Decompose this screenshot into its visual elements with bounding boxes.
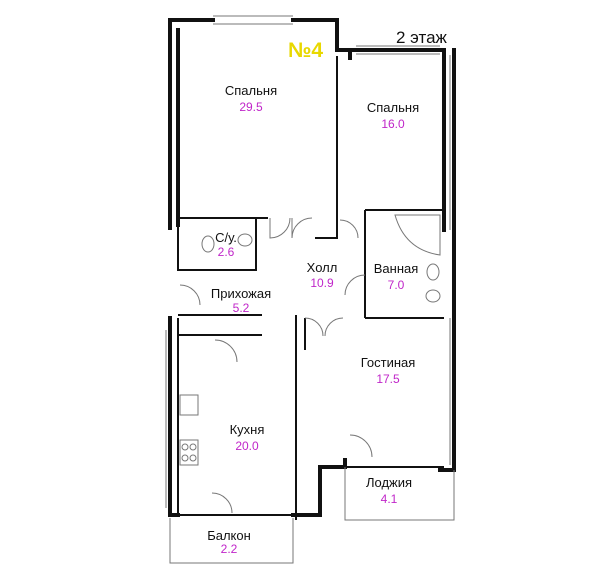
room-name-bathroom: Ванная xyxy=(373,261,419,276)
room-name-balcony: Балкон xyxy=(207,528,251,543)
room-name-kitchen: Кухня xyxy=(229,422,265,437)
windows xyxy=(165,15,451,508)
balcony-outline xyxy=(169,518,294,564)
room-name-bedroom-2: Спальня xyxy=(366,100,420,115)
room-name-living: Гостиная xyxy=(360,355,416,370)
room-area-bedroom-1: 29.5 xyxy=(239,100,263,114)
floor-label: 2 этаж xyxy=(396,28,447,47)
room-name-entry: Прихожая xyxy=(210,286,272,301)
room-area-balcony: 2.2 xyxy=(220,542,238,556)
interior-walls xyxy=(177,56,444,520)
room-name-bedroom-1: Спальня xyxy=(224,83,278,98)
room-name-loggia: Лоджия xyxy=(365,475,413,490)
apartment-number: №4 xyxy=(288,39,324,62)
room-area-bathroom: 7.0 xyxy=(387,278,405,292)
door-swings xyxy=(179,217,373,514)
room-area-hall: 10.9 xyxy=(310,276,334,290)
room-area-living: 17.5 xyxy=(376,372,400,386)
kitchen-fixtures xyxy=(179,394,199,466)
room-area-kitchen: 20.0 xyxy=(235,439,259,453)
room-area-entry: 5.2 xyxy=(232,301,250,315)
room-area-bedroom-2: 16.0 xyxy=(381,117,405,131)
room-area-wc: 2.6 xyxy=(217,245,235,259)
bath-fixtures xyxy=(201,214,441,303)
loggia-outline xyxy=(344,467,455,521)
room-area-loggia: 4.1 xyxy=(380,492,398,506)
room-name-hall: Холл xyxy=(306,260,338,275)
room-name-wc: С/у. xyxy=(215,230,237,245)
